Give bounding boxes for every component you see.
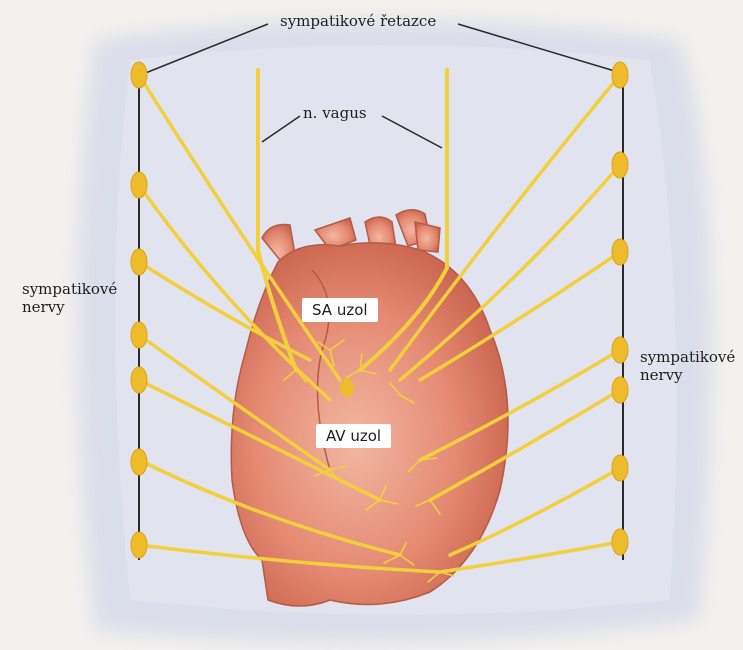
sa-node-label: SA uzol bbox=[302, 298, 378, 322]
sa-node-marker bbox=[340, 379, 354, 397]
vagus-label: n. vagus bbox=[303, 104, 367, 122]
ganglion bbox=[612, 455, 628, 481]
ganglion bbox=[612, 529, 628, 555]
ganglion bbox=[131, 249, 147, 275]
ganglion bbox=[131, 322, 147, 348]
ganglion bbox=[612, 152, 628, 178]
ganglion bbox=[131, 367, 147, 393]
ganglion bbox=[612, 62, 628, 88]
left-sympathetic-nerves-label: sympatikové nervy bbox=[22, 280, 112, 316]
right-sympathetic-nerves-label: sympatikové nervy bbox=[640, 348, 743, 384]
ganglion bbox=[612, 239, 628, 265]
ganglion bbox=[612, 377, 628, 403]
ganglion bbox=[131, 449, 147, 475]
av-node-label: AV uzol bbox=[316, 424, 391, 448]
ganglion bbox=[131, 532, 147, 558]
ganglion bbox=[612, 337, 628, 363]
ganglion bbox=[131, 62, 147, 88]
sympathetic-chain-label: sympatikové řetazce bbox=[280, 12, 436, 30]
ganglion bbox=[131, 172, 147, 198]
